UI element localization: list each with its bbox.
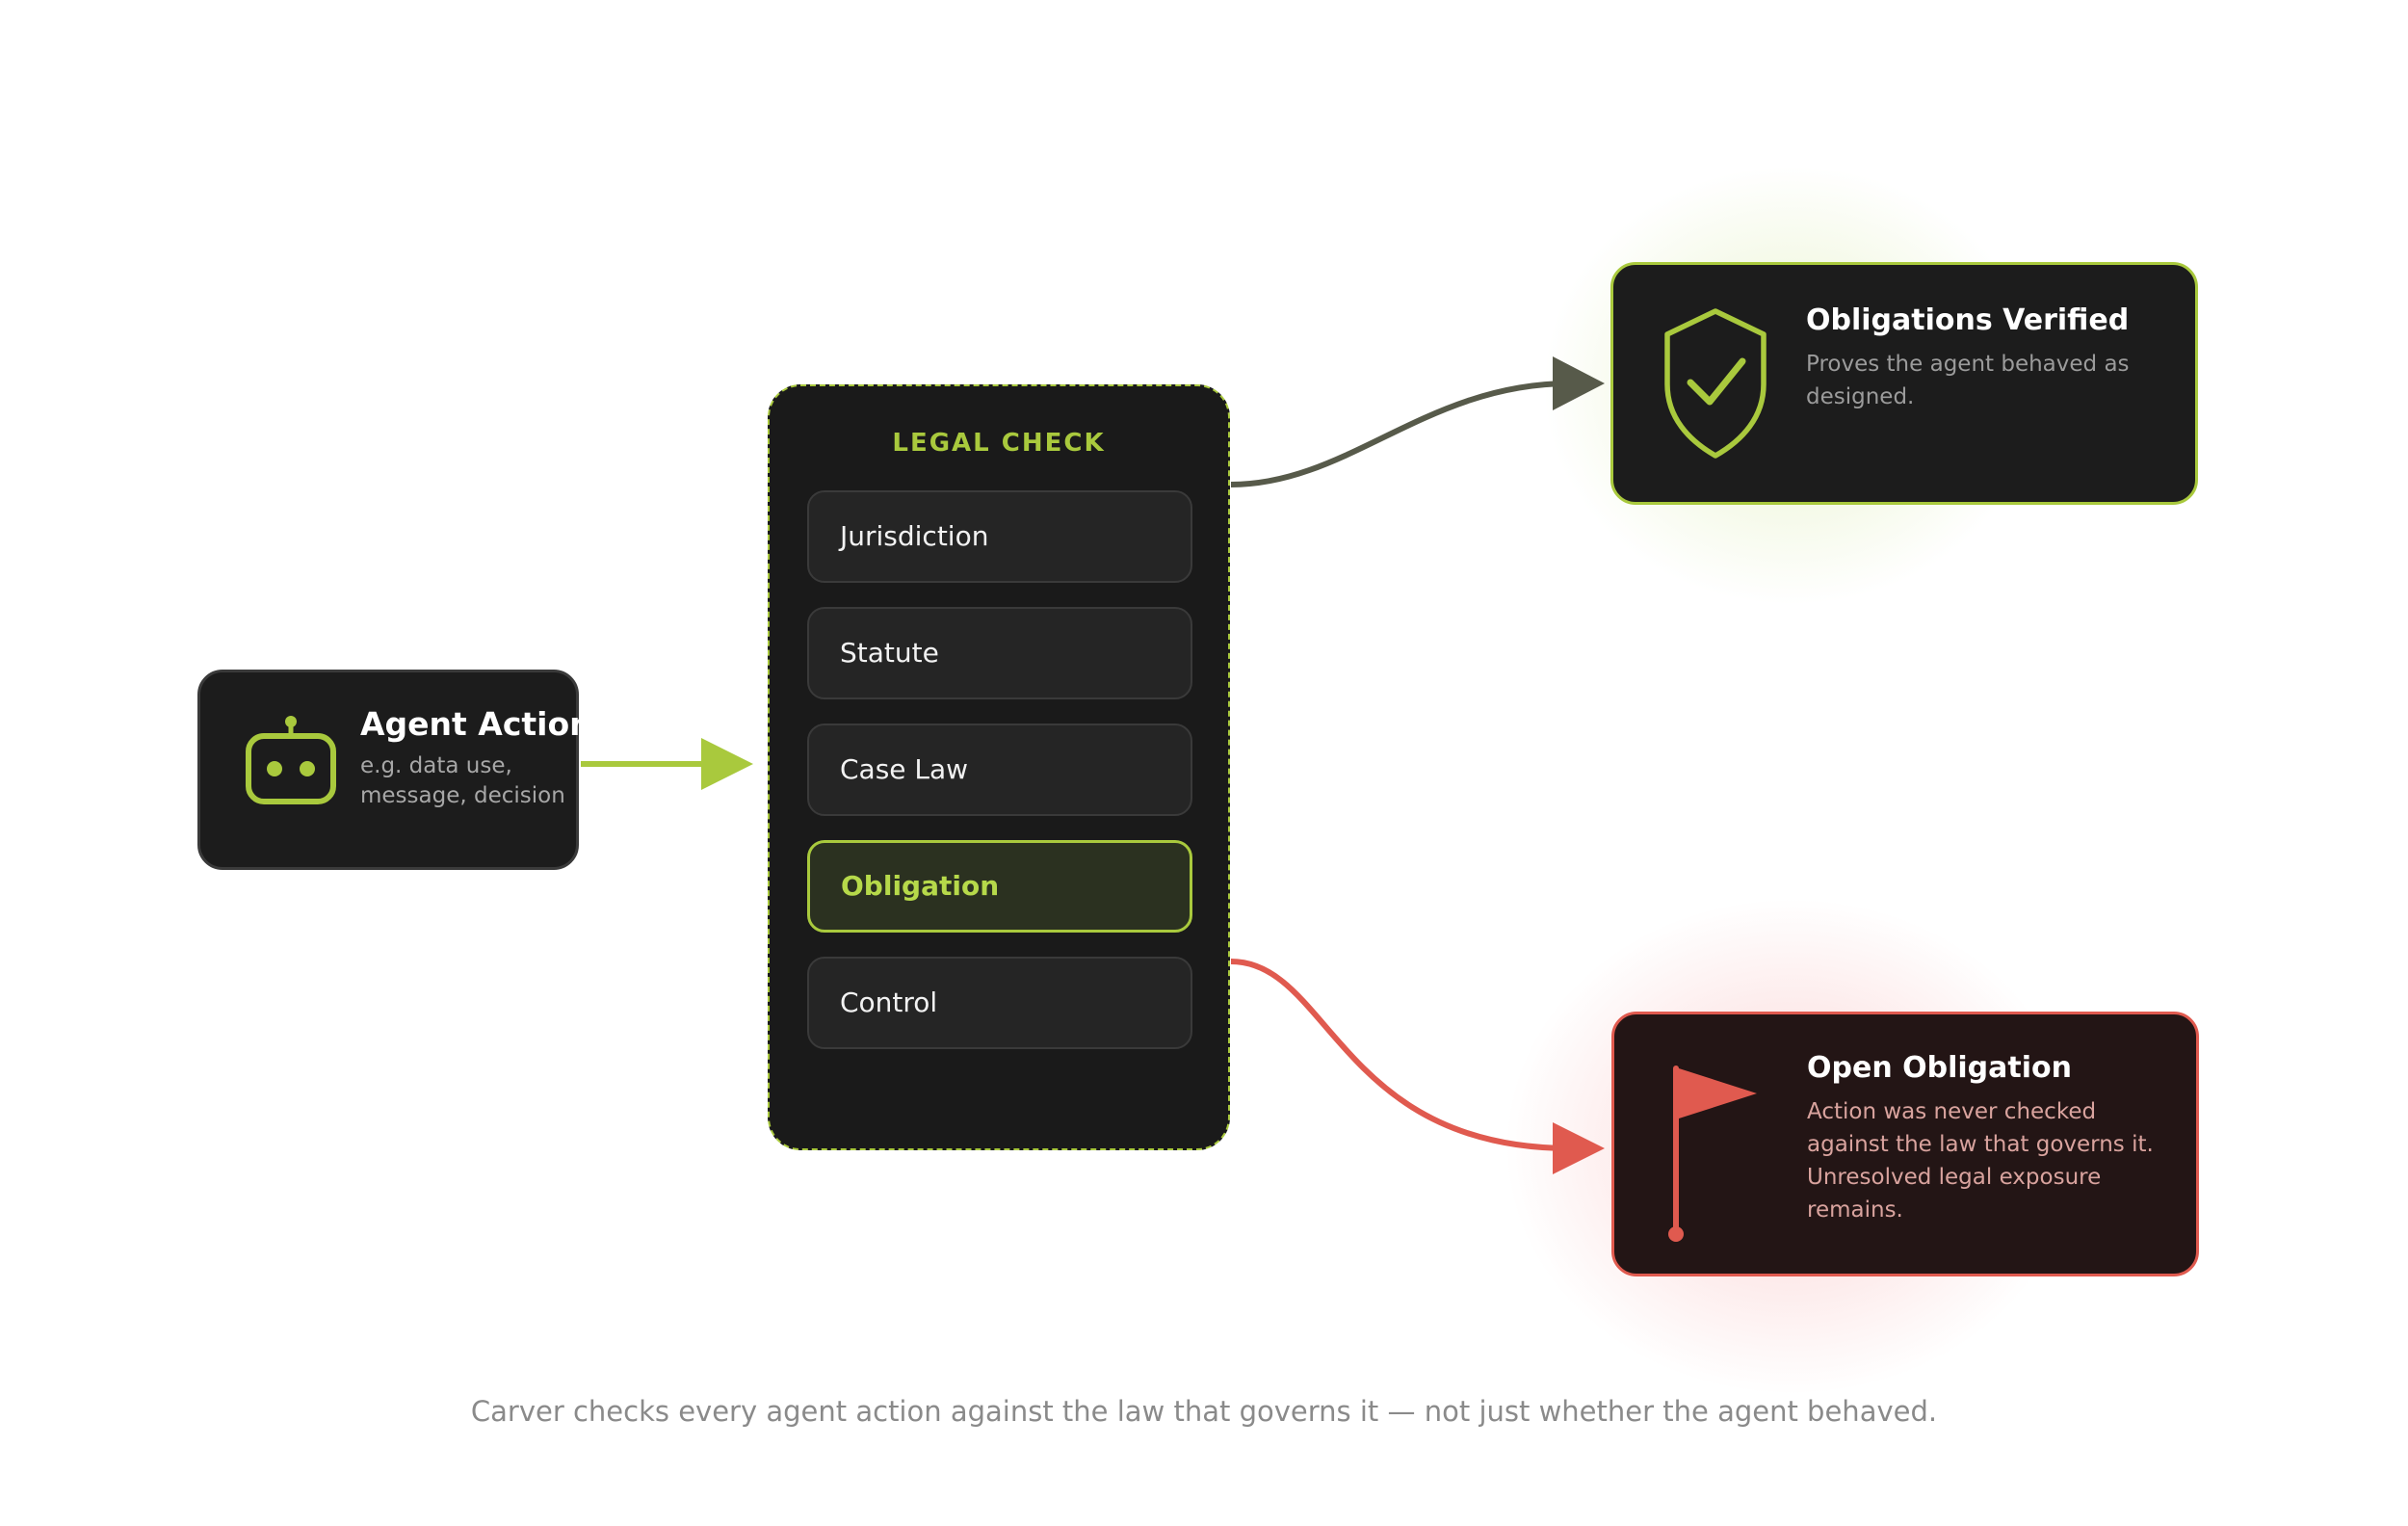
check-item-label: Statute <box>840 637 939 669</box>
open-obligation-title: Open Obligation <box>1807 1051 2072 1085</box>
check-item-label: Obligation <box>841 870 1000 902</box>
obligations-verified-card: Obligations Verified Proves the agent be… <box>1610 262 2198 505</box>
verified-description: Proves the agent behaved as designed. <box>1806 352 2130 409</box>
flag-icon <box>1668 1066 1757 1242</box>
open-obligation-description: Action was never checked against the law… <box>1807 1099 2154 1223</box>
check-item-label: Case Law <box>840 753 969 785</box>
check-item-obligation: Obligation <box>807 840 1192 933</box>
check-to-verified-arrow <box>1230 381 1571 487</box>
verified-title: Obligations Verified <box>1806 303 2130 337</box>
shield-check-icon <box>1664 308 1767 459</box>
check-to-verified-arrowhead <box>1553 356 1605 410</box>
agent-action-card: Agent Action e.g. data use, message, dec… <box>197 670 592 870</box>
check-item-case-law: Case Law <box>807 724 1192 816</box>
agent-to-check-arrowhead <box>701 738 753 790</box>
open-obligation-card: Open Obligation Action was never checked… <box>1611 1012 2199 1276</box>
check-item-jurisdiction: Jurisdiction <box>807 490 1192 583</box>
check-to-open-arrow <box>1230 959 1571 1151</box>
legal-check-title: LEGAL CHECK <box>892 429 1106 458</box>
diagram-caption: Carver checks every agent action against… <box>470 1395 1938 1428</box>
robot-icon <box>246 716 336 804</box>
check-item-statute: Statute <box>807 607 1192 699</box>
check-item-label: Control <box>840 987 938 1018</box>
check-item-label: Jurisdiction <box>840 520 989 552</box>
legal-check-panel: LEGAL CHECK Jurisdiction Statute Case La… <box>768 384 1230 1150</box>
agent-action-title: Agent Action <box>360 705 592 743</box>
check-to-open-arrowhead <box>1553 1122 1605 1174</box>
check-item-control: Control <box>807 957 1192 1049</box>
agent-action-subtitle: e.g. data use, message, decision <box>360 753 565 808</box>
